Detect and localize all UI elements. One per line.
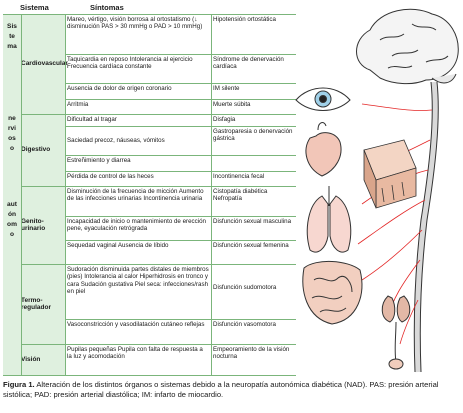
- system-band: [3, 14, 21, 376]
- symptom-cell: Ausencia de dolor de origen coronario: [67, 85, 172, 92]
- heart-icon: [305, 122, 342, 177]
- sign-cell: Hipotensión ortostática: [213, 16, 276, 23]
- sign-cell: Muerte súbita: [213, 101, 251, 108]
- intestine-icon: [302, 261, 363, 325]
- eye-icon: [295, 87, 351, 111]
- sign-cell: Disfunción sexual femenina: [213, 242, 289, 249]
- group-digestivo: Digestivo: [21, 114, 65, 186]
- sign-cell: Gastroparesia o denervación gástrica: [213, 128, 293, 143]
- group-genitourinario: Genito-urinario: [21, 186, 65, 264]
- symptom-cell: Sequedad vaginal Ausencia de líbido: [67, 242, 169, 249]
- header-sintomas: Síntomas: [90, 3, 124, 12]
- figure-caption: Figura 1. Alteración de los distintos ór…: [3, 380, 460, 401]
- sign-cell: Cistopatía diabética Nefropatía: [213, 188, 268, 203]
- symptom-cell: Sudoración disminuida partes distales de…: [67, 266, 209, 295]
- sign-cell: Síndrome de denervación cardíaca: [213, 56, 284, 71]
- symptom-cell: Incapacidad de inicio o mantenimiento de…: [67, 218, 206, 233]
- symptom-cell: Mareo, vértigo, visión borrosa al ortost…: [67, 16, 203, 31]
- system-label-word: Sistema: [7, 23, 17, 50]
- sign-cell: Disfunción sexual masculina: [213, 218, 292, 225]
- symptom-table: Sistema nervioso autónomo Cardiovascular D…: [3, 14, 296, 376]
- symptom-cell: Pérdida de control de las heces: [67, 173, 154, 180]
- system-label-word: nervioso: [7, 115, 17, 152]
- genitourinary-icon: [381, 295, 411, 370]
- sign-cell: Disfagia: [213, 116, 236, 123]
- spinal-cord: [413, 81, 439, 373]
- lungs-icon: [306, 186, 352, 253]
- header-sistema: Sistema: [20, 3, 49, 12]
- symptom-cell: Pupilas pequeñas Pupila con falta de res…: [67, 346, 203, 361]
- skin-icon: [363, 139, 417, 209]
- symptom-cell: Taquicardia en reposo Intolerancia al ej…: [67, 56, 193, 71]
- system-label-word: autónomo: [7, 201, 17, 238]
- sign-cell: Disfunción vasomotora: [213, 321, 276, 328]
- caption-text: Alteración de los distintos órganos o si…: [3, 380, 439, 400]
- group-termoregulador: Termo-regulador: [21, 264, 65, 344]
- sign-cell: Incontinencia fecal: [213, 173, 265, 180]
- brain-icon: [356, 8, 459, 85]
- sign-cell: Disfunción sudomotora: [213, 284, 277, 291]
- symptom-cell: Arritmia: [67, 101, 89, 108]
- symptom-cell: Dificultad al tragar: [67, 116, 117, 123]
- anatomy-illustration: [295, 8, 459, 373]
- sign-cell: Empeoramiento de la visión nocturna: [213, 346, 290, 361]
- sign-cell: IM silente: [213, 85, 240, 92]
- group-vision: Visión: [21, 344, 65, 376]
- symptom-cell: Vasoconstricción y vasodilatación cutáne…: [67, 321, 205, 328]
- symptom-cell: Disminución de la frecuencia de micción …: [67, 188, 204, 203]
- group-cardiovascular: Cardiovascular: [21, 14, 68, 114]
- symptom-cell: Saciedad precoz, náuseas, vómitos: [67, 137, 165, 144]
- symptom-cell: Estreñimiento y diarrea: [67, 157, 131, 164]
- caption-label: Figura 1.: [3, 380, 35, 389]
